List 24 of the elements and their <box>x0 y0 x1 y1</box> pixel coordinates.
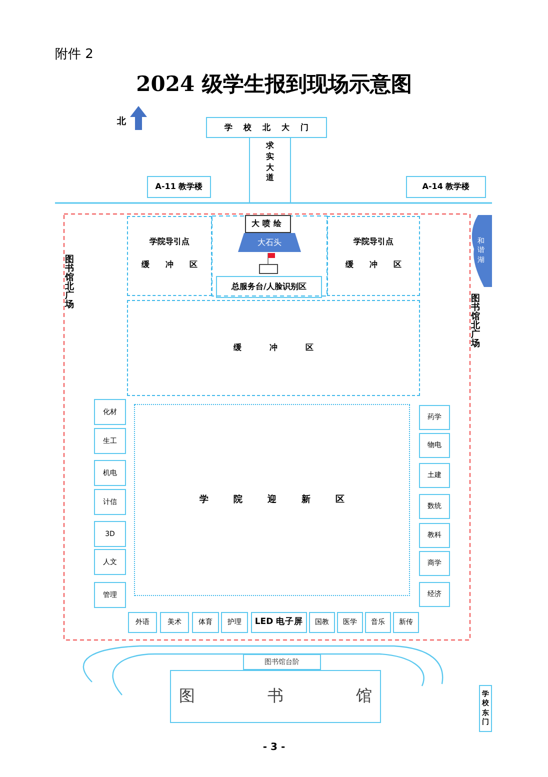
screen-box: LED 电子屏 <box>251 612 307 633</box>
plaza-label: 图书馆北广场 <box>471 295 480 349</box>
small-box <box>259 264 278 274</box>
welcome-zone: 学院迎新区 <box>134 404 410 596</box>
zone-title: 学院导引点 <box>354 237 394 246</box>
zone-label: 缓冲区 <box>140 260 214 270</box>
rock-shape: 大石头 <box>238 233 301 252</box>
page-heading: 附件 2 <box>55 46 94 63</box>
zone-title: 学院导引点 <box>150 237 190 246</box>
service-desk-box: 总服务台/人脸识别区 <box>216 276 322 298</box>
guide-zone <box>327 216 420 296</box>
plaza-label: 图书馆北广场 <box>65 256 74 310</box>
building-box: A-14 教学楼 <box>406 176 486 198</box>
buffer-zone: 缓冲区 <box>127 300 420 396</box>
building-box: A-11 教学楼 <box>147 176 211 198</box>
zone-label: 缓冲区 <box>344 260 418 270</box>
banner-box: 大喷绘 <box>245 215 291 233</box>
north-label: 北 <box>117 115 126 128</box>
gate-box: 学校北大门 <box>206 117 327 138</box>
title: 2024 级学生报到现场示意图 <box>135 70 413 98</box>
guide-zone <box>127 216 212 296</box>
page-number: - 3 - <box>262 742 286 753</box>
avenue-road: 求实大道 <box>249 138 291 203</box>
library-box: 图书馆 <box>170 670 381 723</box>
